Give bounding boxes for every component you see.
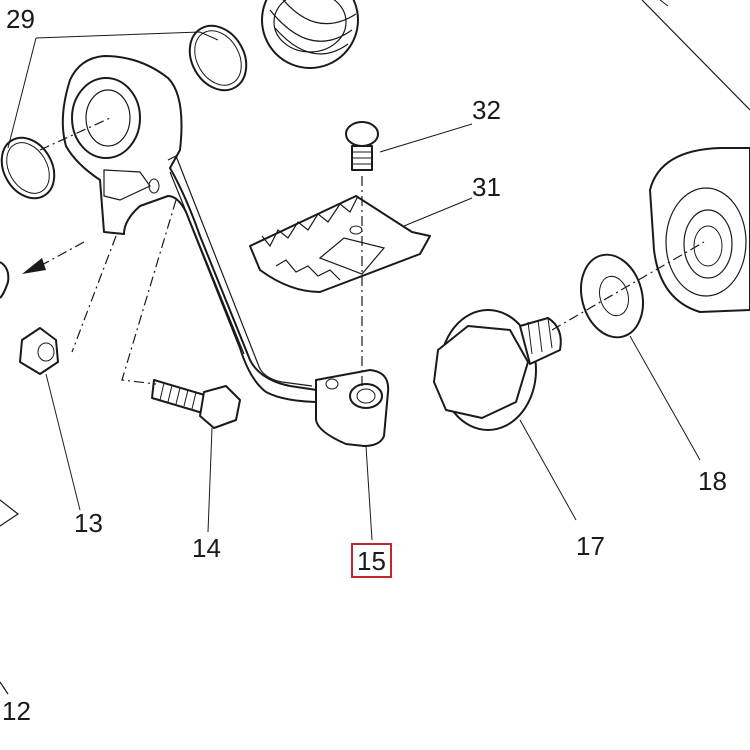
- o-ring-top: [188, 24, 248, 92]
- callout-31: 31: [472, 172, 501, 202]
- washer: [580, 253, 644, 339]
- hex-nut: [19, 327, 59, 375]
- callout-17: 17: [576, 531, 605, 561]
- callout-32: 32: [472, 95, 501, 125]
- edge-part-left: [0, 261, 10, 299]
- callout-13: 13: [74, 508, 103, 538]
- edge-part-bottom: [0, 681, 9, 695]
- frame-detail: [659, 0, 669, 7]
- assembly-lines: [39, 117, 705, 388]
- callout-29: 29: [6, 4, 35, 34]
- brake-pedal-lever: [61, 55, 390, 447]
- callout-14: 14: [192, 533, 221, 563]
- bearing: [649, 147, 750, 313]
- callout-12: 12: [2, 696, 31, 726]
- pivot-bolt: [433, 309, 562, 431]
- direction-arrow: [22, 241, 85, 274]
- frame-edge: [641, 0, 750, 111]
- step-plate: [249, 195, 431, 293]
- edge-part-chevron: [0, 499, 20, 527]
- button-head-screw: [345, 121, 379, 171]
- callout-18: 18: [698, 466, 727, 496]
- hex-bolt: [151, 379, 241, 429]
- spring-part: [261, 0, 359, 69]
- callout-15-highlighted[interactable]: 15: [351, 543, 392, 578]
- o-ring-left: [0, 136, 56, 200]
- leader-lines: [7, 31, 701, 541]
